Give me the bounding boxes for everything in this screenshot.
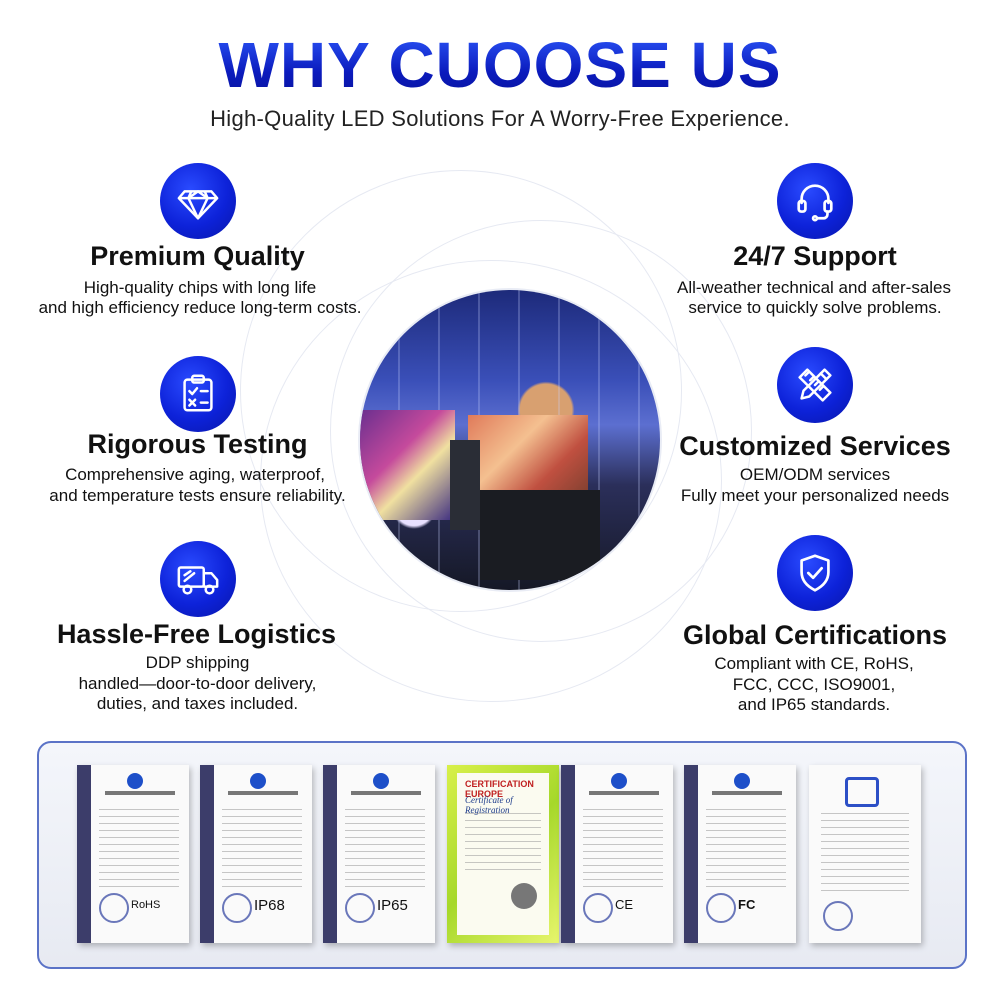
feature-title: Premium Quality [90,241,305,271]
feature-desc: DDP shipping [145,653,250,672]
page-subtitle: High-Quality LED Solutions For A Worry-F… [210,106,790,131]
headset-icon [777,163,853,239]
feature-desc: and IP65 standards. [737,695,891,714]
certificate-label: IP65 [377,897,408,914]
feature-desc: and temperature tests ensure reliability… [49,486,346,505]
certificate-title: Certificate of Registration [465,795,513,815]
certificate-ip68: IP68 [200,765,312,943]
certificates-panel: RoHS IP68 IP65 CERTIFICATION EUROPE Cert… [37,741,967,969]
certificate-rohs: RoHS [77,765,189,943]
feature-desc: service to quickly solve problems. [688,298,942,317]
feature-desc: and high efficiency reduce long-term cos… [38,298,362,317]
decorative-ring [260,260,722,702]
feature-desc: FCC, CCC, ISO9001, [732,675,896,694]
shield-check-icon [777,535,853,611]
feature-desc: duties, and taxes included. [96,694,299,713]
feature-desc: handled—door-to-door delivery, [78,674,317,693]
feature-desc: Compliant with CE, RoHS, [714,654,914,673]
certificate-label: FC [738,897,756,912]
page-title: WHY CUOOSE US [0,28,1000,102]
certificate-label: RoHS [131,899,161,911]
feature-desc: Fully meet your personalized needs [680,486,950,505]
truck-icon [160,541,236,617]
factory-photo [360,290,660,590]
certificate-fcc: FC [684,765,796,943]
feature-title: Customized Services [679,431,951,461]
feature-title: 24/7 Support [733,241,897,271]
certificate-ccc [809,765,921,943]
feature-title: Rigorous Testing [87,429,308,459]
certificate-ce: CE [561,765,673,943]
certificate-iso: CERTIFICATION EUROPE Certificate of Regi… [447,765,559,943]
feature-desc: All-weather technical and after-sales [676,278,952,297]
feature-title: Global Certifications [682,620,948,650]
feature-title: Hassle-Free Logistics [56,619,337,649]
diamond-icon [160,163,236,239]
pencil-ruler-icon [777,347,853,423]
checklist-icon [160,356,236,432]
certificate-label: CE [615,897,634,912]
certificate-header: CERTIFICATION EUROPE [465,779,534,799]
feature-desc: High-quality chips with long life [83,278,317,297]
feature-desc: OEM/ODM services [739,465,891,484]
feature-desc: Comprehensive aging, waterproof, [65,465,325,484]
certificate-label: IP68 [254,897,285,914]
certificate-ip65: IP65 [323,765,435,943]
